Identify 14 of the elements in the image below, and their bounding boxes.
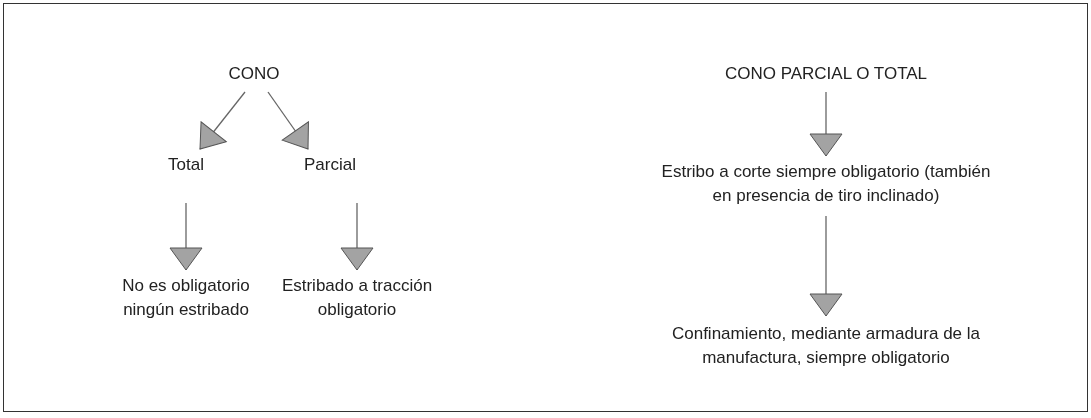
arrow [340,202,374,271]
node-text: Parcial [290,153,370,177]
arrow [809,215,843,317]
node-text: Estribado a tracción obligatorio [277,274,437,322]
node-text: Total [146,153,226,177]
node-text: Estribo a corte siempre obligatorio (también en presencia de tiro inclinado) [658,160,994,208]
node-text: Confinamiento, mediante armadura de la manufactura, siempre obligatorio [666,322,986,370]
arrow [169,202,203,271]
arrow [199,91,246,150]
arrow [809,91,843,157]
node-text: CONO [204,62,304,86]
node-text: CONO PARCIAL O TOTAL [676,62,976,86]
arrow [267,91,309,150]
node-text: No es obligatorio ningún estribado [111,274,261,322]
